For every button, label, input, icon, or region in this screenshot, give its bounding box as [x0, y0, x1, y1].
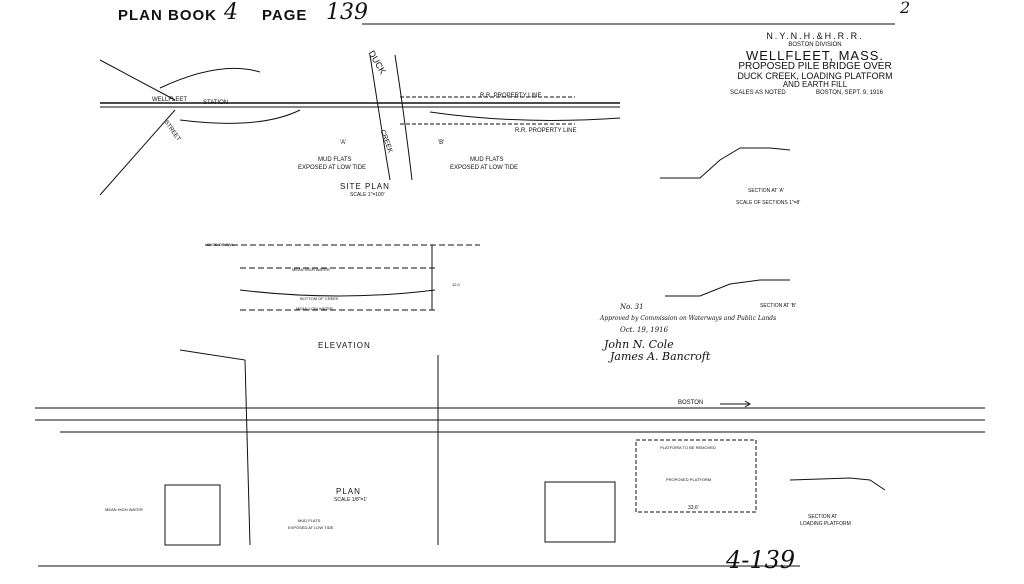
railroad-name: N.Y.N.H.&H.R.R. — [766, 31, 864, 41]
shore-west — [179, 109, 301, 124]
plan-mud-flats-2: EXPOSED AT LOW TIDE — [288, 525, 334, 530]
mud-flats-west-1: MUD FLATS — [318, 157, 352, 163]
mud-flats-east-1: MUD FLATS — [470, 157, 504, 163]
section-a-marker: 'A' — [340, 140, 347, 146]
creek-bottom-curve — [239, 289, 436, 297]
approval-text: Approved by Commission on Waterways and … — [600, 315, 777, 322]
plan-west-bank — [179, 349, 251, 546]
sheet-number: 4-139 — [726, 546, 796, 574]
town-name: WELLFLEET, MASS. — [745, 48, 885, 63]
approval-number: No. 31 — [620, 303, 644, 311]
plan-fill-west — [164, 484, 221, 546]
creek-bank-west — [369, 54, 391, 181]
loading-platform-section — [789, 477, 886, 491]
bottom-of-creek-label: BOTTOM OF CREEK — [300, 296, 339, 301]
boston-arrowhead — [744, 400, 751, 408]
platform-removed-box — [635, 439, 757, 513]
approval-date: Oct. 19, 1916 — [620, 326, 669, 334]
plan-high-water-label: MEAN HIGH WATER — [105, 507, 143, 512]
page-label: PAGE — [262, 7, 308, 24]
loading-section-label-2: LOADING PLATFORM — [800, 521, 851, 527]
plan-book-label: PLAN BOOK — [118, 7, 217, 24]
mean-high-water-label: MEAN HIGH WATER — [292, 267, 330, 272]
section-b-label: SECTION AT 'B' — [760, 303, 796, 309]
approval-signature-2: James A. Bancroft — [610, 350, 711, 363]
plan-mud-flats-1: MUD FLATS — [298, 518, 321, 523]
title-line-2: DUCK CREEK, LOADING PLATFORM — [737, 71, 893, 81]
corner-mark: 2 — [900, 0, 911, 17]
platform-removed-label: PLATFORM TO BE REMOVED — [660, 445, 716, 450]
shore-east — [429, 111, 621, 121]
section-b-marker: 'B' — [438, 140, 445, 146]
street-road — [99, 59, 176, 101]
page-number: 139 — [326, 0, 368, 25]
boston-direction-label: BOSTON — [678, 400, 704, 406]
title-date: BOSTON, SEPT. 9, 1916 — [816, 90, 883, 96]
plan-title: PLAN — [336, 487, 361, 496]
proposed-platform-label: PROPOSED PLATFORM — [666, 477, 712, 482]
site-plan-scale: SCALE 1"=100' — [350, 192, 385, 198]
mean-low-water-label: MEAN LOW WATER — [296, 306, 333, 311]
plan-scale: SCALE 1/8"=1' — [334, 497, 368, 503]
approval-signature-1: John N. Cole — [604, 338, 674, 351]
loading-section-label-1: SECTION AT — [808, 514, 838, 520]
section-a-profile — [660, 147, 791, 179]
wellfleet-label: WELLFLEET — [152, 97, 188, 103]
division-name: BOSTON DIVISION — [788, 42, 842, 48]
scales-note: SCALES AS NOTED — [730, 90, 786, 96]
site-plan-title: SITE PLAN — [340, 182, 390, 191]
creek-bank-east — [394, 54, 413, 181]
mud-flats-east-2: EXPOSED AT LOW TIDE — [450, 165, 519, 171]
sections-scale: SCALE OF SECTIONS 1"=8' — [736, 200, 801, 206]
section-a-label: SECTION AT 'A' — [748, 188, 784, 194]
road-curve — [159, 67, 261, 89]
section-b-profile — [665, 279, 790, 297]
plan-dimension: 33.6' — [688, 505, 699, 511]
plan-fill-east — [544, 481, 616, 543]
property-line-north: R.R. PROPERTY LINE — [480, 93, 542, 99]
title-line-1: PROPOSED PILE BRIDGE OVER — [738, 61, 892, 72]
street-road-south — [99, 109, 176, 196]
elevation-top-label: BASE OF RAIL — [207, 242, 235, 247]
property-line-south: R.R. PROPERTY LINE — [515, 128, 577, 134]
elevation-title: ELEVATION — [318, 341, 371, 350]
title-line-3: AND EARTH FILL — [782, 80, 848, 89]
mud-flats-west-2: EXPOSED AT LOW TIDE — [298, 165, 367, 171]
plan-book-number: 4 — [224, 0, 238, 25]
elevation-dimension: 12.0 — [452, 282, 460, 287]
